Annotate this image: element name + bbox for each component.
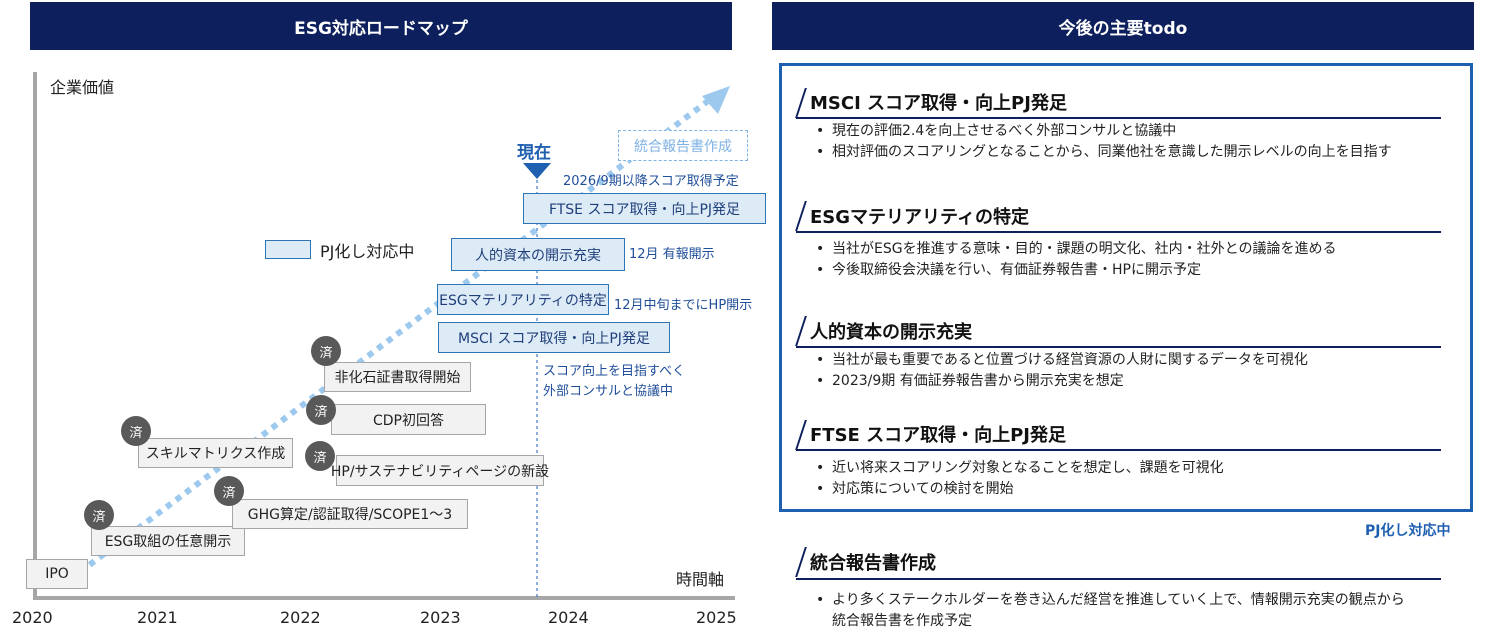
todo-section-title: MSCI スコア取得・向上PJ発足 xyxy=(810,93,1067,114)
legend-swatch xyxy=(265,240,311,259)
milestone-sustainability-page: HP/サステナビリティページの新設 xyxy=(331,455,549,486)
x-axis-label: 時間軸 xyxy=(676,570,725,589)
note-human-capital: 12月 有報開示 xyxy=(629,247,715,262)
year-2025: 2025 xyxy=(696,608,737,627)
done-badge: 済 xyxy=(311,336,341,366)
milestone-ghg: GHG算定/認証取得/SCOPE1～3 xyxy=(232,499,468,529)
bullet-item: より多くステークホルダーを巻き込んだ経営を推進していく上で、情報開示充実の観点か… xyxy=(812,590,1405,611)
year-2021: 2021 xyxy=(137,608,178,627)
todo-section-title: ESGマテリアリティの特定 xyxy=(810,207,1029,228)
project-msci: MSCI スコア取得・向上PJ発足 xyxy=(438,322,670,353)
todo-section-bullets: 近い将来スコアリング対象となることを想定し、課題を可視化 対応策についての検討を… xyxy=(812,458,1224,500)
legend-label: PJ化し対応中 xyxy=(320,242,415,261)
section-rule xyxy=(796,117,1441,119)
done-badge: 済 xyxy=(121,416,151,446)
year-2023: 2023 xyxy=(420,608,461,627)
project-ftse: FTSE スコア取得・向上PJ発足 xyxy=(523,193,766,224)
future-section-bullets: より多くステークホルダーを巻き込んだ経営を推進していく上で、情報開示充実の観点か… xyxy=(812,590,1405,632)
milestone-skill-matrix: スキルマトリクス作成 xyxy=(138,438,293,468)
bullet-item: 現在の評価2.4を向上させるべく外部コンサルと協議中 xyxy=(812,121,1392,142)
year-2020: 2020 xyxy=(12,608,53,627)
section-rule xyxy=(796,231,1441,233)
milestone-esg-voluntary-disclosure: ESG取組の任意開示 xyxy=(91,526,245,556)
project-human-capital: 人的資本の開示充実 xyxy=(451,238,625,271)
todo-section-bullets: 当社が最も重要であると位置づける経営資源の人財に関するデータを可視化 2023/… xyxy=(812,350,1308,392)
todo-section-bullets: 現在の評価2.4を向上させるべく外部コンサルと協議中 相対評価のスコアリングとな… xyxy=(812,121,1392,163)
bullet-item: 相対評価のスコアリングとなることから、同業他社を意識した開示レベルの向上を目指す xyxy=(812,142,1392,163)
pj-active-label: PJ化し対応中 xyxy=(1365,523,1451,539)
todo-section-title: 人的資本の開示充実 xyxy=(810,322,972,343)
note-msci-line2: 外部コンサルと協議中 xyxy=(543,384,674,399)
milestone-non-fossil-cert: 非化石証書取得開始 xyxy=(324,362,471,392)
bullet-item: 統合報告書を作成予定 xyxy=(832,613,972,629)
todo-header: 今後の主要todo xyxy=(772,2,1474,50)
project-materiality: ESGマテリアリティの特定 xyxy=(437,284,609,315)
bullet-item: 対応策についての検討を開始 xyxy=(812,479,1224,500)
todo-section-bullets: 当社がESGを推進する意味・目的・課題の明文化、社内・社外との議論を進める 今後… xyxy=(812,239,1336,281)
y-axis-label: 企業価値 xyxy=(50,78,115,97)
roadmap-title: ESG対応ロードマップ xyxy=(294,18,468,39)
note-materiality: 12月中旬までにHP開示 xyxy=(614,298,753,313)
done-badge: 済 xyxy=(305,441,335,471)
section-rule xyxy=(796,449,1441,451)
now-marker-triangle xyxy=(523,163,551,179)
done-badge: 済 xyxy=(214,476,244,506)
year-2022: 2022 xyxy=(280,608,321,627)
done-badge: 済 xyxy=(306,395,336,425)
note-msci-line1: スコア向上を目指すべく xyxy=(543,364,686,379)
year-2024: 2024 xyxy=(548,608,589,627)
bullet-item: 近い将来スコアリング対象となることを想定し、課題を可視化 xyxy=(812,458,1224,479)
milestone-ipo: IPO xyxy=(26,559,88,589)
milestone-cdp: CDP初回答 xyxy=(331,404,486,435)
done-badge: 済 xyxy=(84,500,114,530)
now-label: 現在 xyxy=(517,143,551,163)
future-section-title: 統合報告書作成 xyxy=(810,553,936,574)
todo-section-title: FTSE スコア取得・向上PJ発足 xyxy=(810,425,1066,446)
bullet-item: 今後取締役会決議を行い、有価証券報告書・HPに開示予定 xyxy=(812,260,1336,281)
roadmap-header: ESG対応ロードマップ xyxy=(30,2,732,50)
roadmap-graphics xyxy=(33,72,735,600)
pj-active-frame xyxy=(779,63,1473,512)
bullet-item: 当社が最も重要であると位置づける経営資源の人財に関するデータを可視化 xyxy=(812,350,1308,371)
growth-arrow-head xyxy=(702,86,730,114)
todo-title: 今後の主要todo xyxy=(1058,18,1188,39)
section-rule xyxy=(796,578,1441,580)
bullet-item: 2023/9期 有価証券報告書から開示充実を想定 xyxy=(812,371,1308,392)
note-ftse: 2026/9期以降スコア取得予定 xyxy=(563,174,739,189)
section-slash xyxy=(795,547,807,577)
note-msci: スコア向上を目指すべく 外部コンサルと協議中 xyxy=(543,362,685,402)
section-rule xyxy=(796,346,1441,348)
bullet-item: 当社がESGを推進する意味・目的・課題の明文化、社内・社外との議論を進める xyxy=(812,239,1336,260)
future-integrated-report: 統合報告書作成 xyxy=(618,130,748,161)
